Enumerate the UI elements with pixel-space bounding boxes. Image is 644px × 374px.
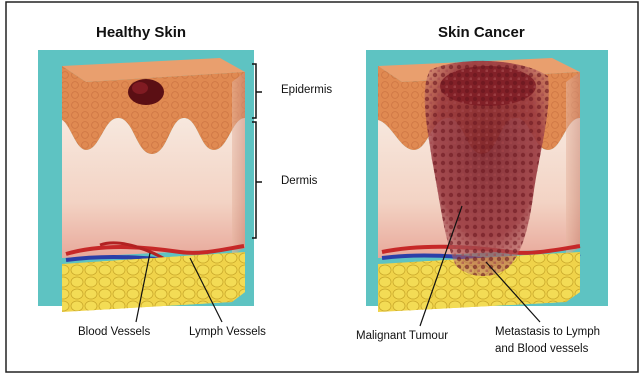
lymph-vessels-label: Lymph Vessels [189,326,266,338]
metastasis-label-line1: Metastasis to Lymph [495,326,600,338]
cancer-skin-block [378,58,580,312]
blood-vessels-label: Blood Vessels [78,326,150,338]
metastasis-label-line2: and Blood vessels [495,343,588,355]
skin-cancer-title: Skin Cancer [438,24,525,41]
healthy-skin-block [62,58,245,312]
healthy-skin-title: Healthy Skin [96,24,186,41]
mole-spot [128,79,164,105]
malignant-tumour-label: Malignant Tumour [356,330,448,342]
dermis-label: Dermis [281,175,317,187]
epidermis-label: Epidermis [281,84,332,96]
